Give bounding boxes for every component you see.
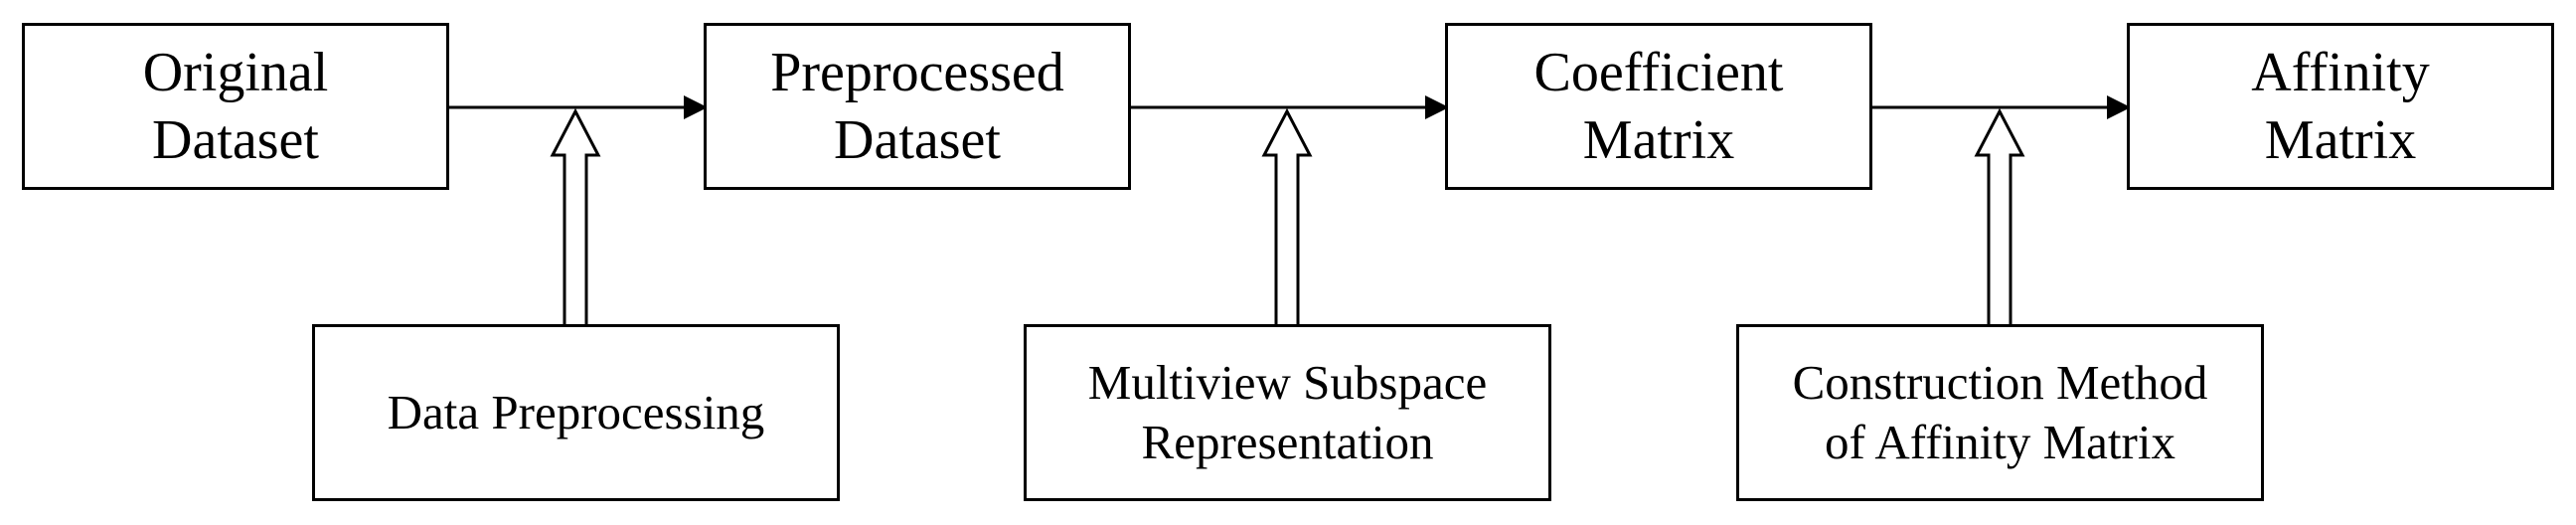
node-construction-method-line-1: Construction Method	[1792, 355, 2208, 411]
node-coefficient-matrix-line-1: Coefficient	[1533, 41, 1784, 103]
node-data-preprocessing-line-1: Data Preprocessing	[387, 385, 765, 440]
flow-arrow-coefficient-to-affinity	[1870, 95, 2131, 119]
node-construction-method-of-affinity-matrix: Construction Method of Affinity Matrix	[1736, 324, 2264, 501]
node-original-dataset: Original Dataset	[22, 23, 449, 190]
hollow-arrow-multiview-subspace	[1261, 107, 1313, 327]
node-multiview-subspace-line-2: Representation	[1141, 415, 1434, 469]
node-original-dataset-line-2: Dataset	[152, 109, 319, 171]
flow-arrow-original-to-preprocessed	[447, 95, 708, 119]
node-affinity-matrix: Affinity Matrix	[2127, 23, 2554, 190]
node-construction-method-line-2: of Affinity Matrix	[1825, 415, 2175, 469]
node-data-preprocessing: Data Preprocessing	[312, 324, 840, 501]
node-coefficient-matrix-line-2: Matrix	[1582, 109, 1735, 171]
node-original-dataset-line-1: Original	[142, 41, 329, 103]
node-preprocessed-dataset-line-1: Preprocessed	[770, 41, 1064, 103]
node-affinity-matrix-line-1: Affinity	[2251, 41, 2430, 103]
node-affinity-matrix-line-2: Matrix	[2264, 109, 2417, 171]
flow-arrow-preprocessed-to-coefficient	[1129, 95, 1449, 119]
hollow-arrow-construction-method	[1974, 107, 2025, 327]
node-multiview-subspace-representation: Multiview Subspace Representation	[1024, 324, 1551, 501]
hollow-arrow-data-preprocessing	[550, 107, 601, 327]
node-preprocessed-dataset-line-2: Dataset	[834, 109, 1001, 171]
node-multiview-subspace-line-1: Multiview Subspace	[1087, 355, 1488, 411]
node-coefficient-matrix: Coefficient Matrix	[1445, 23, 1872, 190]
node-preprocessed-dataset: Preprocessed Dataset	[704, 23, 1131, 190]
